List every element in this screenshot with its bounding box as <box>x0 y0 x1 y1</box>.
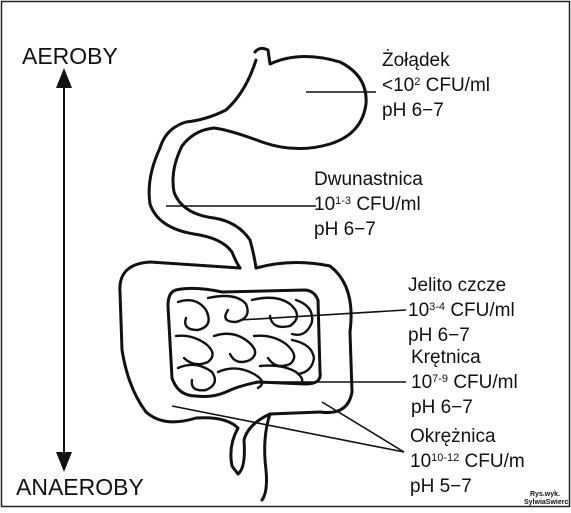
region-ph: pH 5−7 <box>410 476 472 497</box>
region-cfu: 107-9 CFU/ml <box>411 372 518 393</box>
region-cfu: 1010-12 CFU/m <box>410 451 525 472</box>
region-ph: pH 6−7 <box>314 219 376 240</box>
jejunum-leader <box>240 310 406 320</box>
duodenum-illustration <box>149 146 256 268</box>
region-ph: pH 6−7 <box>382 100 444 121</box>
region-name: Krętnica <box>411 347 481 368</box>
region-name: Żołądek <box>382 50 450 71</box>
stomach-illustration <box>160 48 366 148</box>
region-ph: pH 6−7 <box>408 325 470 346</box>
region-name: Dwunastnica <box>314 169 423 190</box>
region-cfu: <102 CFU/ml <box>382 75 490 96</box>
region-cfu: 101-3 CFU/ml <box>314 194 421 215</box>
ileum-label: Krętnica 107-9 CFU/ml pH 6−7 <box>411 347 518 418</box>
region-ph: pH 6−7 <box>411 397 473 418</box>
small-intestine-illustration <box>176 296 314 390</box>
duodenum-label: Dwunastnica 101-3 CFU/ml pH 6−7 <box>314 169 423 240</box>
aerobes-label: AEROBY <box>22 43 118 69</box>
jejunum-label: Jelito czcze 103-4 CFU/ml pH 6−7 <box>408 275 515 346</box>
colon-label: Okrężnica 1010-12 CFU/m pH 5−7 <box>410 426 525 497</box>
illustrator-credit: Rys.wyk. SylwiaSwierc <box>524 491 568 506</box>
region-name: Okrężnica <box>410 426 496 447</box>
credit-line-1: Rys.wyk. <box>530 491 560 498</box>
region-cfu: 103-4 CFU/ml <box>408 300 515 321</box>
credit-line-2: SylwiaSwierc <box>524 499 568 506</box>
region-name: Jelito czcze <box>408 275 506 296</box>
stomach-label: Żołądek <102 CFU/ml pH 6−7 <box>382 50 490 121</box>
anaerobes-label: ANAEROBY <box>16 474 144 500</box>
